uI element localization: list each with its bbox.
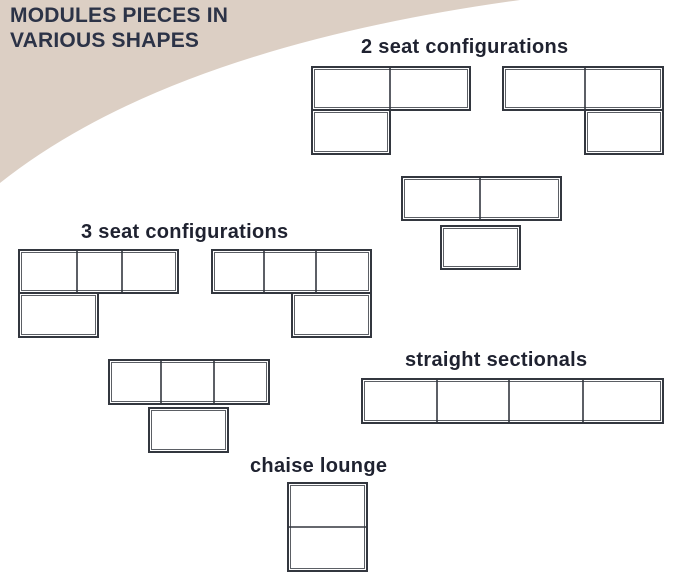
module-inner-outline — [443, 228, 518, 267]
module-inner-outline — [111, 362, 267, 402]
layout-three-seat-left-corner — [18, 249, 179, 338]
main-title: MODULES PIECES IN VARIOUS SHAPES — [10, 3, 228, 53]
label-2-seat-configurations: 2 seat configurations — [361, 36, 569, 58]
layout-three-seat-with-ottoman — [108, 359, 270, 453]
module-outline — [502, 66, 664, 111]
main-title-line-2: VARIOUS SHAPES — [10, 29, 200, 52]
layout-three-seat-right-corner — [211, 249, 372, 338]
module-inner-outline — [21, 252, 176, 291]
layout-straight-sectional — [361, 378, 664, 424]
module-outline — [401, 176, 562, 221]
module-layouts — [18, 66, 664, 572]
module-outline — [18, 292, 99, 338]
module-inner-outline — [404, 179, 559, 218]
module-inner-outline — [151, 410, 226, 450]
label-3-seat-configurations: 3 seat configurations — [81, 221, 289, 243]
module-outline — [584, 109, 664, 155]
module-outline — [440, 225, 521, 270]
module-outline — [291, 292, 372, 338]
label-straight-sectionals: straight sectionals — [405, 349, 588, 371]
module-inner-outline — [214, 252, 369, 291]
module-outline — [108, 359, 270, 405]
module-inner-outline — [314, 112, 388, 152]
module-inner-outline — [294, 295, 369, 335]
module-inner-outline — [505, 69, 661, 108]
module-inner-outline — [587, 112, 661, 152]
module-outline — [311, 66, 471, 111]
module-outline — [311, 109, 391, 155]
layout-two-seat-with-ottoman — [401, 176, 562, 270]
layout-two-seat-left-corner — [311, 66, 471, 155]
layout-chaise-lounge — [287, 482, 368, 572]
module-inner-outline — [314, 69, 468, 108]
corner-swoosh — [0, 0, 520, 183]
module-outline — [211, 249, 372, 294]
module-inner-outline — [364, 381, 661, 421]
label-chaise-lounge: chaise lounge — [250, 455, 388, 477]
module-outline — [148, 407, 229, 453]
module-inner-outline — [21, 295, 96, 335]
module-outline — [361, 378, 664, 424]
layout-two-seat-right-corner — [502, 66, 664, 155]
module-outline — [18, 249, 179, 294]
main-title-line-1: MODULES PIECES IN — [10, 4, 229, 27]
